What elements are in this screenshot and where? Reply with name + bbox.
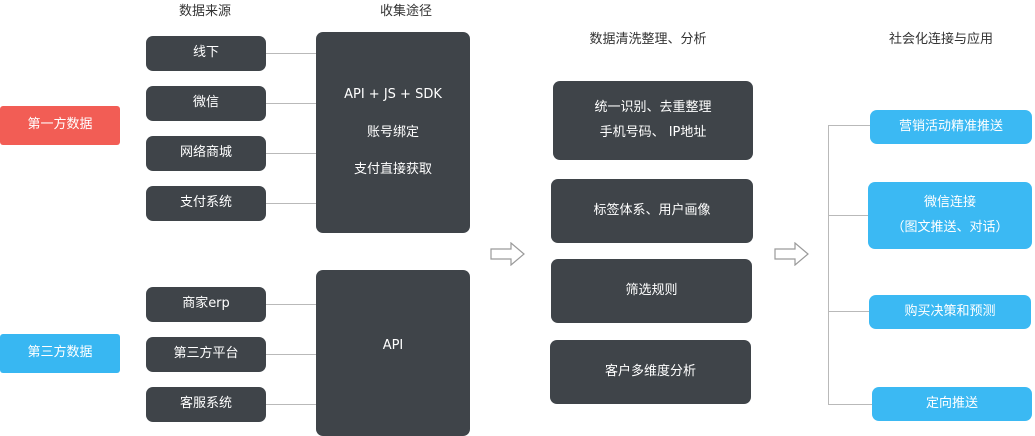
header-data-source: 数据来源 [178,4,231,19]
connector-line [266,53,316,54]
clean-identify-line1: 统一识别、去重整理 [594,99,712,115]
connector-line [266,304,316,305]
clean-multi-dimension-analysis: 客户多维度分析 [550,340,751,404]
app-wechat-connect-line1: 微信连接 [923,194,976,210]
clean-tag-system: 标签体系、用户画像 [551,179,753,243]
channel-first-party: API + JS + SDK 账号绑定 支付直接获取 [316,32,470,233]
bracket-branch-line [828,215,868,216]
source-customer-service: 客服系统 [146,387,266,422]
header-social-application: 社会化连接与应用 [888,32,993,47]
first-party-data-tag: 第一方数据 [0,106,120,145]
bracket-branch-line [828,311,869,312]
header-collection-channel: 收集途径 [379,4,432,19]
right-arrow-icon [774,242,809,266]
app-precise-marketing-push: 营销活动精准推送 [870,110,1032,144]
connector-line [266,203,316,204]
connector-line [266,404,316,405]
right-arrow-icon [490,242,525,266]
channel-api: API [382,338,404,353]
source-online-mall: 网络商城 [146,136,266,171]
channel-account-binding: 账号绑定 [366,124,419,140]
header-data-cleaning: 数据清洗整理、分析 [589,32,707,47]
clean-identify-dedupe: 统一识别、去重整理 手机号码、 IP地址 [553,81,753,160]
channel-api-js-sdk: API + JS + SDK [344,87,442,103]
clean-identify-line2: 手机号码、 IP地址 [599,124,707,140]
source-payment-system: 支付系统 [146,186,266,221]
channel-third-party: API [316,270,470,436]
connector-line [266,153,316,154]
clean-filter-rules: 筛选规则 [551,259,752,323]
connector-line [266,103,316,104]
bracket-branch-line [828,125,870,126]
third-party-data-tag: 第三方数据 [0,334,120,373]
source-offline: 线下 [146,36,266,71]
app-wechat-connect: 微信连接 （图文推送、对话） [868,182,1032,249]
app-wechat-connect-line2: （图文推送、对话） [891,219,1009,235]
source-third-party-platform: 第三方平台 [146,337,266,372]
source-wechat: 微信 [146,86,266,121]
source-merchant-erp: 商家erp [146,287,266,322]
app-purchase-decision: 购买决策和预测 [869,295,1031,329]
connector-line [266,354,316,355]
app-targeted-push: 定向推送 [872,387,1032,421]
channel-payment-direct: 支付直接获取 [353,162,432,178]
bracket-branch-line [828,404,872,405]
bracket-vertical-line [828,125,829,405]
